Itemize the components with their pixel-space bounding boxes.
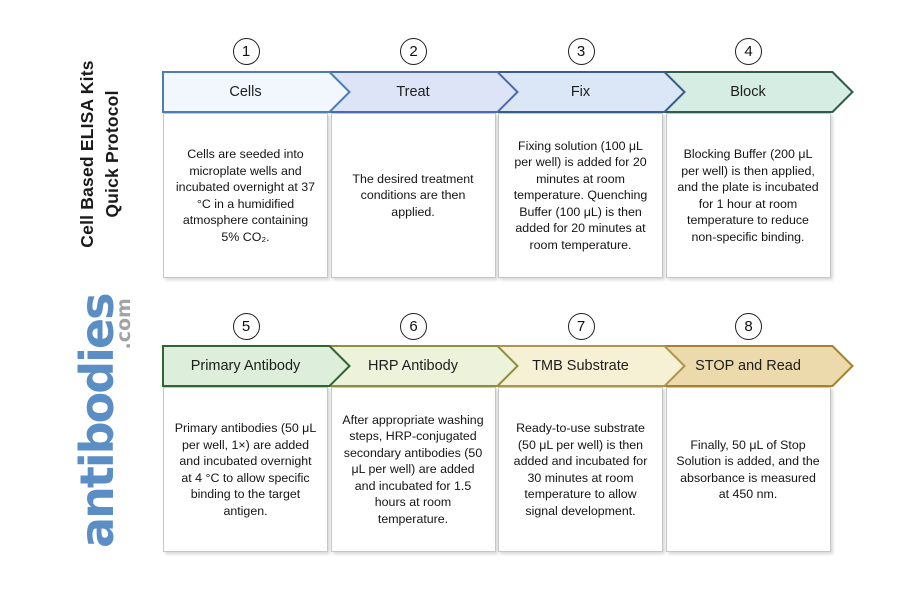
step-description-text: Ready-to-use substrate (50 μL per well) …	[513, 421, 648, 518]
step-number: 8	[744, 318, 753, 335]
step-banner-hrp-antibody: HRP Antibody	[329, 345, 519, 387]
step-description-fix: Fixing solution (100 μL per well) is add…	[498, 113, 663, 278]
step-banner-stop-and-read: STOP and Read	[664, 345, 854, 387]
step-label: Fix	[570, 84, 591, 100]
step-description-text: After appropriate washing steps, HRP-con…	[342, 412, 484, 526]
step-label: Treat	[396, 84, 430, 100]
step-label: HRP Antibody	[367, 358, 458, 374]
step-banner-block: Block	[664, 71, 854, 113]
step-number: 4	[744, 43, 753, 60]
brand-logo: antibodies .com	[60, 273, 135, 573]
step-description-text: The desired treatment conditions are the…	[352, 171, 474, 219]
step-number-badge: 6	[400, 313, 427, 340]
step-label: Primary Antibody	[190, 358, 301, 374]
step-description-text: Primary antibodies (50 μL per well, 1×) …	[174, 421, 317, 518]
step-description-text: Fixing solution (100 μL per well) is add…	[513, 138, 648, 252]
figure-title: Cell Based ELISA Kits Quick Protocol	[75, 34, 127, 274]
step-label: STOP and Read	[695, 358, 801, 374]
step-number: 3	[576, 43, 586, 60]
step-label: Cells	[229, 84, 262, 100]
arrow-banner-shape	[162, 345, 351, 387]
step-number: 5	[241, 318, 251, 335]
step-label: TMB Substrate	[532, 358, 629, 374]
step-description-treat: The desired treatment conditions are the…	[330, 113, 496, 278]
step-description-block: Blocking Buffer (200 μL per well) is the…	[665, 113, 831, 278]
step-banner-treat: Treat	[329, 71, 519, 113]
step-banner-cells: Cells	[162, 71, 351, 113]
figure-title-line1: Cell Based ELISA Kits	[77, 60, 97, 248]
step-description-text: Cells are seeded into microplate wells a…	[175, 147, 316, 244]
arrow-banner-shape	[162, 71, 351, 113]
step-description-text: Blocking Buffer (200 μL per well) is the…	[677, 147, 819, 244]
step-number-badge: 7	[567, 313, 595, 340]
step-description-stop-and-read: Finally, 50 μL of Stop Solution is added…	[665, 387, 831, 552]
step-number-badge: 3	[567, 38, 595, 65]
step-number-badge: 8	[735, 313, 762, 340]
step-banner-fix: Fix	[497, 71, 686, 113]
step-number: 2	[409, 43, 418, 60]
step-description-primary-antibody: Primary antibodies (50 μL per well, 1×) …	[163, 387, 328, 552]
step-number-badge: 4	[735, 38, 762, 65]
step-description-tmb-substrate: Ready-to-use substrate (50 μL per well) …	[498, 387, 663, 552]
step-label: Block	[730, 84, 766, 100]
step-number: 6	[409, 318, 418, 335]
step-banner-tmb-substrate: TMB Substrate	[497, 345, 686, 387]
step-number-badge: 5	[232, 313, 260, 340]
step-description-text: Finally, 50 μL of Stop Solution is added…	[676, 437, 820, 502]
step-number-badge: 1	[232, 38, 260, 65]
figure-title-line2: Quick Protocol	[102, 90, 123, 218]
brand-suffix: .com	[113, 298, 135, 350]
step-description-cells: Cells are seeded into microplate wells a…	[163, 113, 328, 278]
step-number: 1	[241, 43, 251, 60]
step-number: 7	[576, 318, 586, 335]
step-description-hrp-antibody: After appropriate washing steps, HRP-con…	[330, 387, 496, 552]
step-number-badge: 2	[400, 38, 427, 65]
step-banner-primary-antibody: Primary Antibody	[162, 345, 351, 387]
